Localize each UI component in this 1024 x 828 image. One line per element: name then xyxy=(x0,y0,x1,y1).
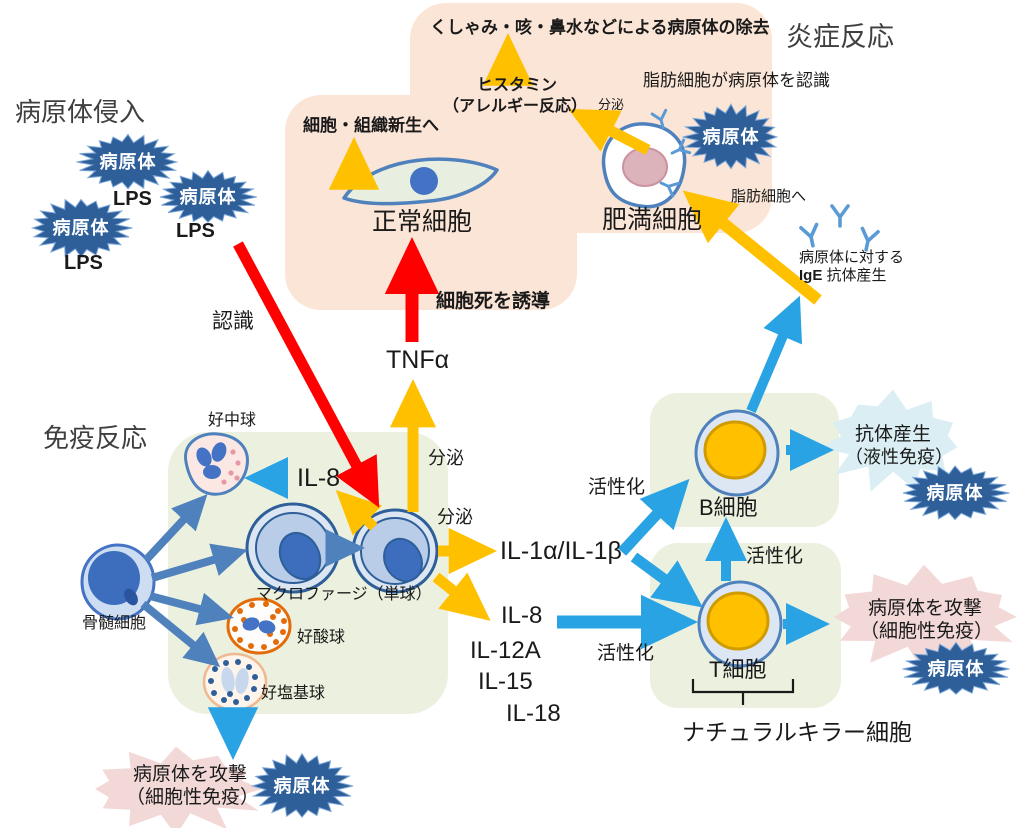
heading-pathogen-invasion: 病原体侵入 xyxy=(15,97,146,127)
label-t-cell: T細胞 xyxy=(709,657,767,682)
pathogen-starburst-icon xyxy=(76,133,179,190)
arrow-bm-to-eosinophil xyxy=(148,592,234,626)
label-il15: IL-15 xyxy=(478,668,533,695)
attack-burst-bottom xyxy=(95,746,263,828)
label-il8-t: IL-8 xyxy=(501,602,543,629)
pathogen-label: 病原体 xyxy=(179,186,237,207)
label-activation-b: 活性化 xyxy=(588,477,646,498)
pathogen-label: 病原体 xyxy=(52,217,110,238)
ige-antibody-y-icon xyxy=(799,204,880,252)
bone-marrow-cell-icon xyxy=(80,543,156,621)
mast-receptor-y-icon xyxy=(650,108,692,198)
pathogen-label: 病原体 xyxy=(273,775,331,796)
b-cell-icon xyxy=(694,409,780,497)
label-activation-t: 活性化 xyxy=(597,643,655,664)
neutrophil-icon xyxy=(184,432,249,496)
antibody-production-burst xyxy=(821,389,958,492)
label-il12a: IL-12A xyxy=(470,637,541,664)
normal-cell-icon xyxy=(342,157,499,206)
label-mast-recognize: 脂肪細胞が病原体を認識 xyxy=(643,71,830,90)
basophil-icon xyxy=(202,652,268,712)
arrow-bm-to-neutrophil xyxy=(143,494,208,563)
label-mast-cell: 肥満細胞 xyxy=(602,206,703,234)
label-attack-right-2: （細胞性免疫） xyxy=(860,621,994,642)
pathogen-starburst-icon xyxy=(30,198,133,258)
pathogen-starburst-icon xyxy=(250,752,354,818)
label-normal-cell: 正常細胞 xyxy=(372,208,473,236)
label-macrophage: マクロファージ（単球） xyxy=(256,586,432,603)
label-recognition: 認識 xyxy=(212,310,254,333)
t-cell-icon xyxy=(697,580,783,668)
label-nk-cells: ナチュラルキラー細胞 xyxy=(682,719,912,745)
pathogen-label: 病原体 xyxy=(702,126,760,147)
label-il8-neutrophil: IL-8 xyxy=(297,464,341,492)
pathogen-label: 病原体 xyxy=(927,658,985,679)
secretion-arrows xyxy=(328,33,822,621)
label-eosinophil: 好酸球 xyxy=(297,629,346,646)
arrow-bm-to-basophil xyxy=(140,600,221,668)
label-tnf-alpha: TNFα xyxy=(386,346,450,374)
label-lps-3: LPS xyxy=(64,252,103,274)
label-lps-1: LPS xyxy=(113,188,152,210)
arrow-mast-to-histamine xyxy=(568,108,651,155)
label-basophil: 好塩基球 xyxy=(261,685,326,702)
mast-cell-icon xyxy=(601,108,692,209)
arrow-ige-to-mast xyxy=(682,190,822,305)
label-attack-bottom-1: 病原体を攻撃 xyxy=(133,764,248,785)
pathogen-label: 病原体 xyxy=(926,482,984,503)
label-secretion-mast: 分泌 xyxy=(598,97,625,112)
label-removal: くしゃみ・咳・鼻水などによる病原体の除去 xyxy=(430,18,770,37)
label-to-mast-cell: 脂肪細胞へ xyxy=(731,188,807,205)
label-b-cell: B細胞 xyxy=(699,495,758,520)
label-allergy: （アレルギー反応） xyxy=(443,98,588,115)
heading-immune-response: 免疫反応 xyxy=(43,423,148,453)
arrow-bm-to-macrophage xyxy=(150,543,248,582)
pathogen-starburst-icon xyxy=(159,169,257,224)
label-ige-bold: IgE xyxy=(799,267,823,284)
nk-bracket xyxy=(691,679,795,705)
label-ige-target: 病原体に対する xyxy=(799,249,905,266)
pathogen-starburst-icon xyxy=(902,465,1010,521)
label-lps-2: LPS xyxy=(176,220,215,242)
arrow-secrete-il8-neutrophil xyxy=(335,490,383,536)
arrow-il1-to-bcell xyxy=(617,478,690,556)
label-antibody-production-2: （液性免疫） xyxy=(845,447,953,467)
heading-inflammation: 炎症反応 xyxy=(786,22,894,52)
arrow-lps-recognition xyxy=(233,241,380,508)
arrow-il1-to-tcell xyxy=(630,552,703,608)
label-neutrophil: 好中球 xyxy=(208,412,257,429)
label-secretion-tnf: 分泌 xyxy=(428,448,464,468)
arrow-bcell-to-ige xyxy=(746,295,803,413)
label-regeneration: 細胞・組織新生へ xyxy=(303,116,439,135)
label-antibody-production-1: 抗体産生 xyxy=(855,424,932,445)
eosinophil-icon xyxy=(226,597,292,655)
label-bone-marrow: 骨髄細胞 xyxy=(82,615,147,632)
label-il1: IL-1α/IL-1β xyxy=(500,537,622,565)
pathogen-label: 病原体 xyxy=(99,151,157,172)
signal-arrows xyxy=(207,295,834,760)
label-histamine: ヒスタミン xyxy=(477,77,558,94)
differentiation-arrows xyxy=(140,494,365,668)
label-activation-tb: 活性化 xyxy=(746,546,804,567)
arrow-secrete-il8-list xyxy=(432,572,491,621)
label-ige-production: IgE 抗体産生 xyxy=(799,267,887,285)
pathogen-starburst-icon xyxy=(682,103,779,170)
label-ige-rest: 抗体産生 xyxy=(826,267,887,284)
label-il18: IL-18 xyxy=(506,700,561,727)
macrophage-icon xyxy=(245,502,341,594)
label-cell-death: 細胞死を誘導 xyxy=(436,291,551,312)
label-attack-bottom-2: （細胞性免疫） xyxy=(126,787,260,808)
label-secretion-il1: 分泌 xyxy=(437,507,473,527)
label-attack-right-1: 病原体を攻撃 xyxy=(868,598,983,619)
pathogen-starburst-icon xyxy=(902,641,1010,695)
